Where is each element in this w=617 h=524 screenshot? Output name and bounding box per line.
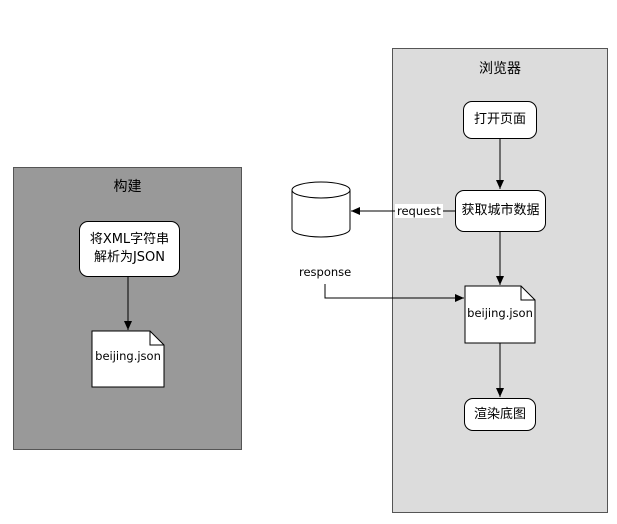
render-map-node: 渲染底图 [464, 398, 536, 431]
database-icon [291, 181, 351, 238]
open-page-node: 打开页面 [463, 101, 537, 139]
build-file-shape [91, 330, 165, 388]
request-label: request [395, 204, 443, 218]
fetch-data-node: 获取城市数据 [455, 190, 546, 232]
build-file-label: beijing.json [95, 349, 161, 363]
browser-file-shape [464, 285, 536, 344]
parse-xml-node: 将XML字符串 解析为JSON [79, 221, 180, 277]
browser-panel-title: 浏览器 [479, 61, 521, 77]
arrow-response [324, 284, 464, 302]
build-panel-title: 构建 [113, 179, 142, 195]
browser-panel: 浏览器 [392, 48, 608, 513]
browser-file-label: beijing.json [467, 306, 533, 320]
response-label: response [297, 265, 354, 279]
